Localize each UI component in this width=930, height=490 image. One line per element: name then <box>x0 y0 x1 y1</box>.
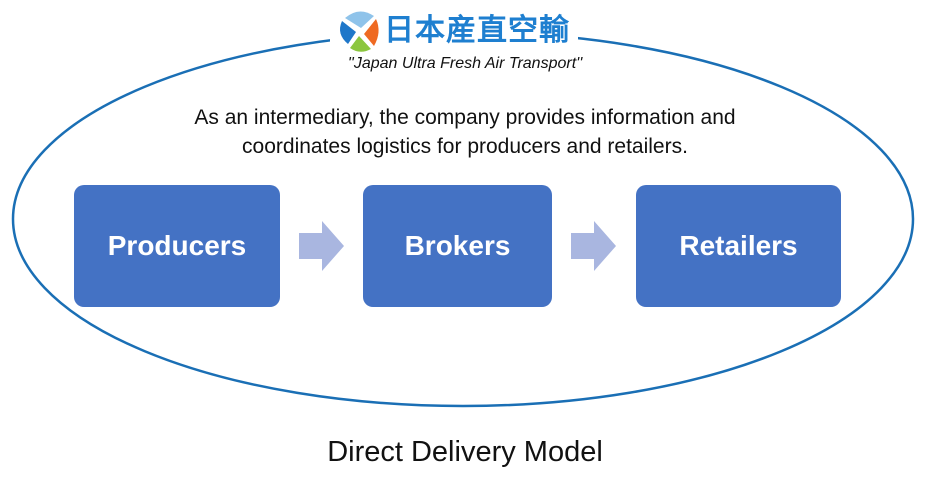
step-brokers: Brokers <box>363 185 552 307</box>
arrow-shape <box>571 221 616 271</box>
diagram-caption: Direct Delivery Model <box>327 436 603 468</box>
tagline: ''Japan Ultra Fresh Air Transport'' <box>0 55 930 73</box>
step-producers: Producers <box>74 185 280 307</box>
arrow-shape <box>299 221 344 271</box>
description-line-1: As an intermediary, the company provides… <box>194 106 736 129</box>
description-line-2: coordinates logistics for producers and … <box>242 135 688 158</box>
logo-petal-right <box>364 19 379 46</box>
tagline-text: ''Japan Ultra Fresh Air Transport'' <box>341 55 589 72</box>
company-logo: 日本産直空輸 <box>330 6 578 56</box>
right-arrow-icon <box>571 221 616 271</box>
logo-petal-left <box>340 21 356 44</box>
logo-petal-bottom <box>350 36 371 52</box>
logo-petal-top <box>345 11 374 29</box>
right-arrow-icon <box>299 221 344 271</box>
four-petal-logo-icon <box>340 11 379 52</box>
company-name: 日本産直空輸 <box>384 13 570 48</box>
step-retailers: Retailers <box>636 185 841 307</box>
description: As an intermediary, the company provides… <box>0 103 930 161</box>
